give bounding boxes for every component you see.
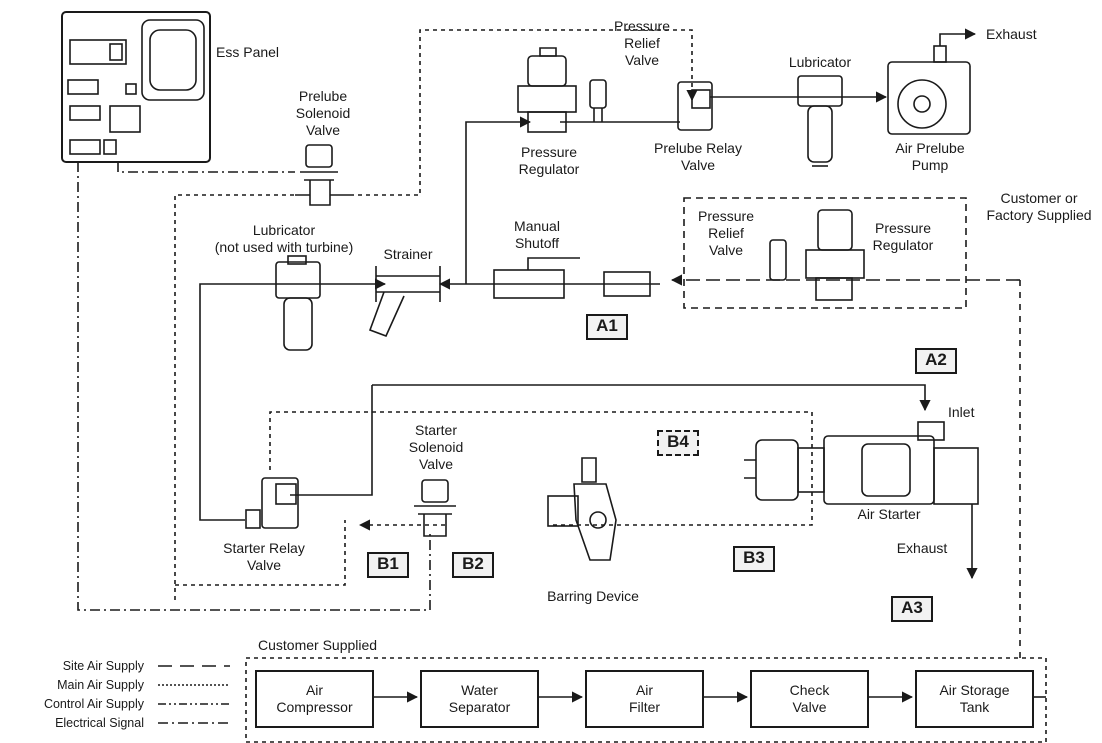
manual-shutoff [493,257,580,299]
tag-a2: A2 [915,348,957,374]
main-air-line [372,384,931,412]
lubricator-top-label: Lubricator [788,54,852,70]
prelube-solenoid-valve [295,144,350,206]
electrical-line [77,162,431,611]
tag-a3: A3 [891,596,933,622]
legend-electrical: Electrical Signal [0,715,230,733]
tag-a1: A1 [586,314,628,340]
strainer-label: Strainer [383,246,433,262]
ess-panel [61,11,211,163]
customer-supplied-label: Customer Supplied [258,637,378,653]
tag-b2: B2 [452,552,494,578]
control-air-line [175,520,346,586]
ess-panel-label: Ess Panel [216,44,280,60]
tag-b3: B3 [733,546,775,572]
exhaust-top-label: Exhaust [986,26,1037,42]
legend-control-air-label: Control Air Supply [43,697,144,711]
main-air-line [199,278,387,521]
lubricator-left-label: Lubricator(not used with turbine) [214,222,354,255]
legend-site-air: Site Air Supply [0,658,230,676]
prelube-relay-valve [677,81,713,131]
electrical-line [117,162,295,173]
customer-or-factory-box [683,197,967,309]
pressure-relief-top [589,79,607,122]
legend-main-air: Main Air Supply [0,677,230,695]
air-starter [744,421,979,505]
inlet-label: Inlet [948,404,975,420]
legend-site-air-label: Site Air Supply [62,659,144,673]
starter-solenoid-valve [414,479,456,537]
barring-device [547,457,617,561]
legend-control-air: Control Air Supply [0,696,230,714]
pressure-regulator-top [517,47,577,133]
air-prelube-pump [887,28,977,135]
control-air-line [350,29,698,196]
legend-main-air-swatch [158,684,230,686]
strainer [368,266,441,338]
main-air-line [465,116,532,284]
legend-main-air-label: Main Air Supply [57,678,144,692]
exhaust-right-label: Exhaust [896,540,948,556]
tag-b1: B1 [367,552,409,578]
legend-electrical-label: Electrical Signal [55,716,144,730]
lubricator-left [275,255,321,351]
barring-device-label: Barring Device [547,588,639,604]
starter-relay-valve [245,477,299,529]
air-starter-label: Air Starter [857,506,921,522]
customer-supplied-box [245,657,1047,743]
legend-site-air-swatch [158,665,230,667]
tag-b4: B4 [657,430,699,456]
lubricator-top [797,75,843,167]
legend-control-air-swatch [158,703,230,705]
pressure-relief-right [769,239,787,281]
main-air-line [290,385,373,496]
legend-electrical-swatch [158,722,230,724]
control-air-line [269,411,813,526]
pressure-regulator-right [805,209,865,301]
